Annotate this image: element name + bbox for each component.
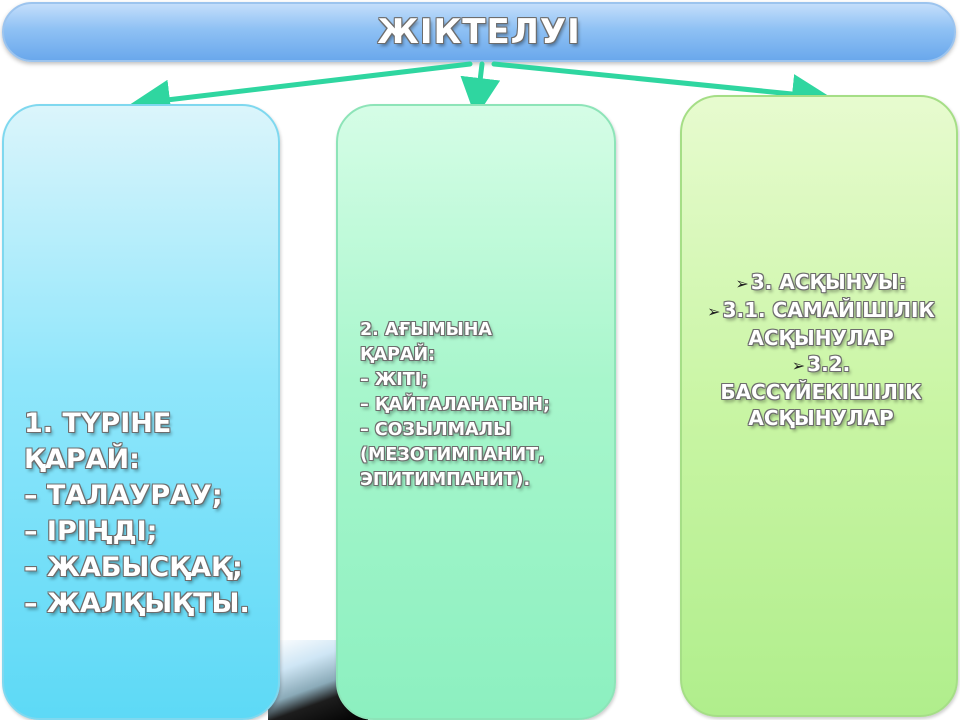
card-line: – ЖІТІ;	[360, 370, 429, 390]
card-by-type-text: 1. ТҮРІНЕ ҚАРАЙ: – ТАЛАУРАУ; – ІРІҢДІ; –…	[24, 406, 282, 622]
arrow-bullet-icon: ➢	[735, 274, 749, 293]
bullet-item: ➢3.2. БАССҮЙЕКІШІЛІК АСҚЫНУЛАР	[720, 352, 922, 430]
page-title: ЖІКТЕЛУІ	[377, 12, 581, 52]
arrow-bullet-icon: ➢	[707, 302, 721, 321]
card-line: 1. ТҮРІНЕ	[24, 408, 172, 439]
connector-right-arrow	[491, 61, 832, 114]
card-line: – ІРІҢДІ;	[24, 516, 158, 547]
card-line: 2. АҒЫМЫНА	[360, 320, 492, 340]
card-line: (МЕЗОТИМПАНИТ,	[360, 445, 545, 465]
card-line: ҚАРАЙ:	[360, 345, 436, 365]
card-by-course-text: 2. АҒЫМЫНА ҚАРАЙ: – ЖІТІ; – ҚАЙТАЛАНАТЫН…	[360, 318, 614, 493]
classification-card-by-course: 2. АҒЫМЫНА ҚАРАЙ: – ЖІТІ; – ҚАЙТАЛАНАТЫН…	[336, 104, 616, 720]
classification-card-by-type: 1. ТҮРІНЕ ҚАРАЙ: – ТАЛАУРАУ; – ІРІҢДІ; –…	[2, 104, 280, 720]
bullet-item: ➢3. АСҚЫНУЫ:	[735, 270, 907, 294]
arrow-bullet-icon: ➢	[791, 356, 806, 375]
card-line: – СОЗЫЛМАЛЫ	[360, 420, 512, 440]
connector-left-arrow	[130, 61, 473, 120]
card-line: – ЖАЛҚЫҚТЫ.	[24, 588, 250, 619]
bullet-item: ➢3.1. САМАЙІШІЛІК АСҚЫНУЛАР	[707, 298, 935, 350]
card-line: – ЖАБЫСҚАҚ;	[24, 552, 243, 583]
title-banner: ЖІКТЕЛУІ	[2, 2, 956, 62]
connector-middle-arrow	[460, 61, 501, 118]
card-line: ҚАРАЙ:	[24, 444, 140, 475]
card-complications-text: ➢3. АСҚЫНУЫ: ➢3.1. САМАЙІШІЛІК АСҚЫНУЛАР…	[690, 269, 952, 431]
card-line: – ТАЛАУРАУ;	[24, 480, 223, 511]
card-line: ЭПИТИМПАНИТ).	[360, 470, 531, 490]
card-line: – ҚАЙТАЛАНАТЫН;	[360, 395, 551, 415]
classification-card-complications: ➢3. АСҚЫНУЫ: ➢3.1. САМАЙІШІЛІК АСҚЫНУЛАР…	[680, 95, 958, 717]
